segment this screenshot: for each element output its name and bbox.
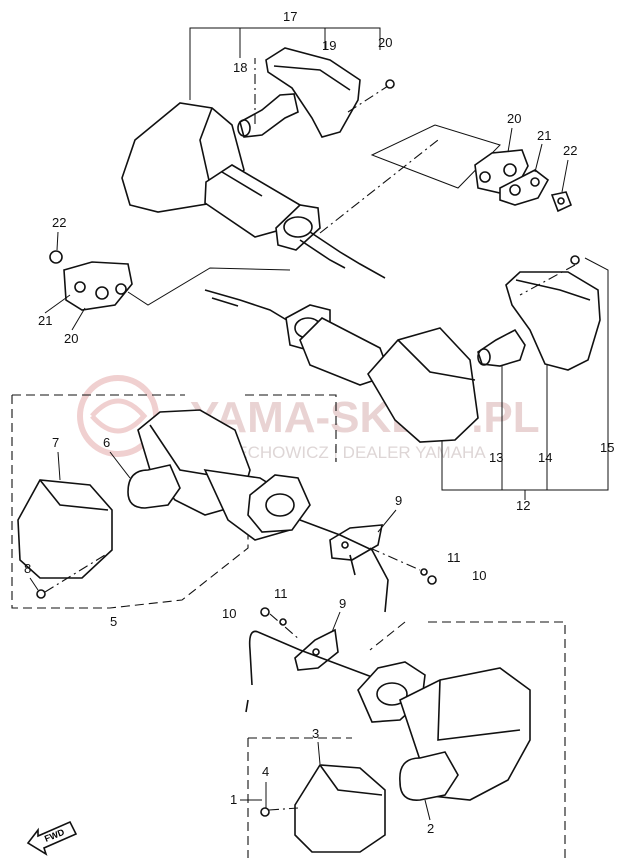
watermark: YAMA-SKLEP.PL P. OLECHOWICZ | DEALER YAM… bbox=[77, 375, 540, 462]
callout-4: 4 bbox=[262, 764, 269, 779]
callout-9-lower: 9 bbox=[339, 596, 346, 611]
callout-10-upper: 10 bbox=[472, 568, 486, 583]
callout-9-upper: 9 bbox=[395, 493, 402, 508]
callout-18: 19 bbox=[322, 38, 336, 53]
callout-11-upper: 11 bbox=[447, 550, 461, 565]
damper-set-right bbox=[370, 124, 573, 213]
callout-12: 12 bbox=[516, 498, 530, 513]
callout-21-left: 21 bbox=[38, 313, 52, 328]
callout-20-left: 20 bbox=[64, 331, 78, 346]
callout-13: 13 bbox=[489, 450, 503, 465]
right-rear-signal-assembly bbox=[204, 255, 609, 500]
callout-15: 15 bbox=[600, 440, 614, 455]
front-right-signal-assembly bbox=[245, 607, 566, 858]
watermark-brand: YAMA-SKLEP.PL bbox=[190, 393, 540, 442]
top-rear-signal-assembly bbox=[121, 27, 439, 279]
callout-10-lower: 10 bbox=[222, 606, 236, 621]
callout-22-left: 22 bbox=[52, 215, 66, 230]
callouts: 17 18 19 20 20 21 22 22 21 20 7 6 8 5 9 … bbox=[24, 9, 614, 836]
callout-19: 20 bbox=[378, 35, 392, 50]
callout-1: 1 bbox=[230, 792, 237, 807]
callout-16: 17 bbox=[283, 9, 297, 24]
callout-7: 7 bbox=[52, 435, 59, 450]
callout-22-right: 22 bbox=[563, 143, 577, 158]
leader-lines bbox=[29, 127, 569, 821]
callout-5: 5 bbox=[110, 614, 117, 629]
callout-8: 8 bbox=[24, 561, 31, 576]
callout-2: 2 bbox=[427, 821, 434, 836]
fwd-arrow-badge: FWD bbox=[26, 820, 78, 856]
callout-11-lower: 11 bbox=[274, 586, 288, 601]
callout-14: 14 bbox=[538, 450, 552, 465]
callout-20-right: 20 bbox=[507, 111, 521, 126]
callout-21-right: 21 bbox=[537, 128, 551, 143]
callout-6: 6 bbox=[103, 435, 110, 450]
front-left-signal-assembly bbox=[11, 394, 437, 613]
watermark-sub: P. OLECHOWICZ | DEALER YAMAHA bbox=[195, 443, 486, 462]
callout-17: 18 bbox=[233, 60, 247, 75]
damper-set-left bbox=[49, 250, 291, 311]
callout-3: 3 bbox=[312, 726, 319, 741]
